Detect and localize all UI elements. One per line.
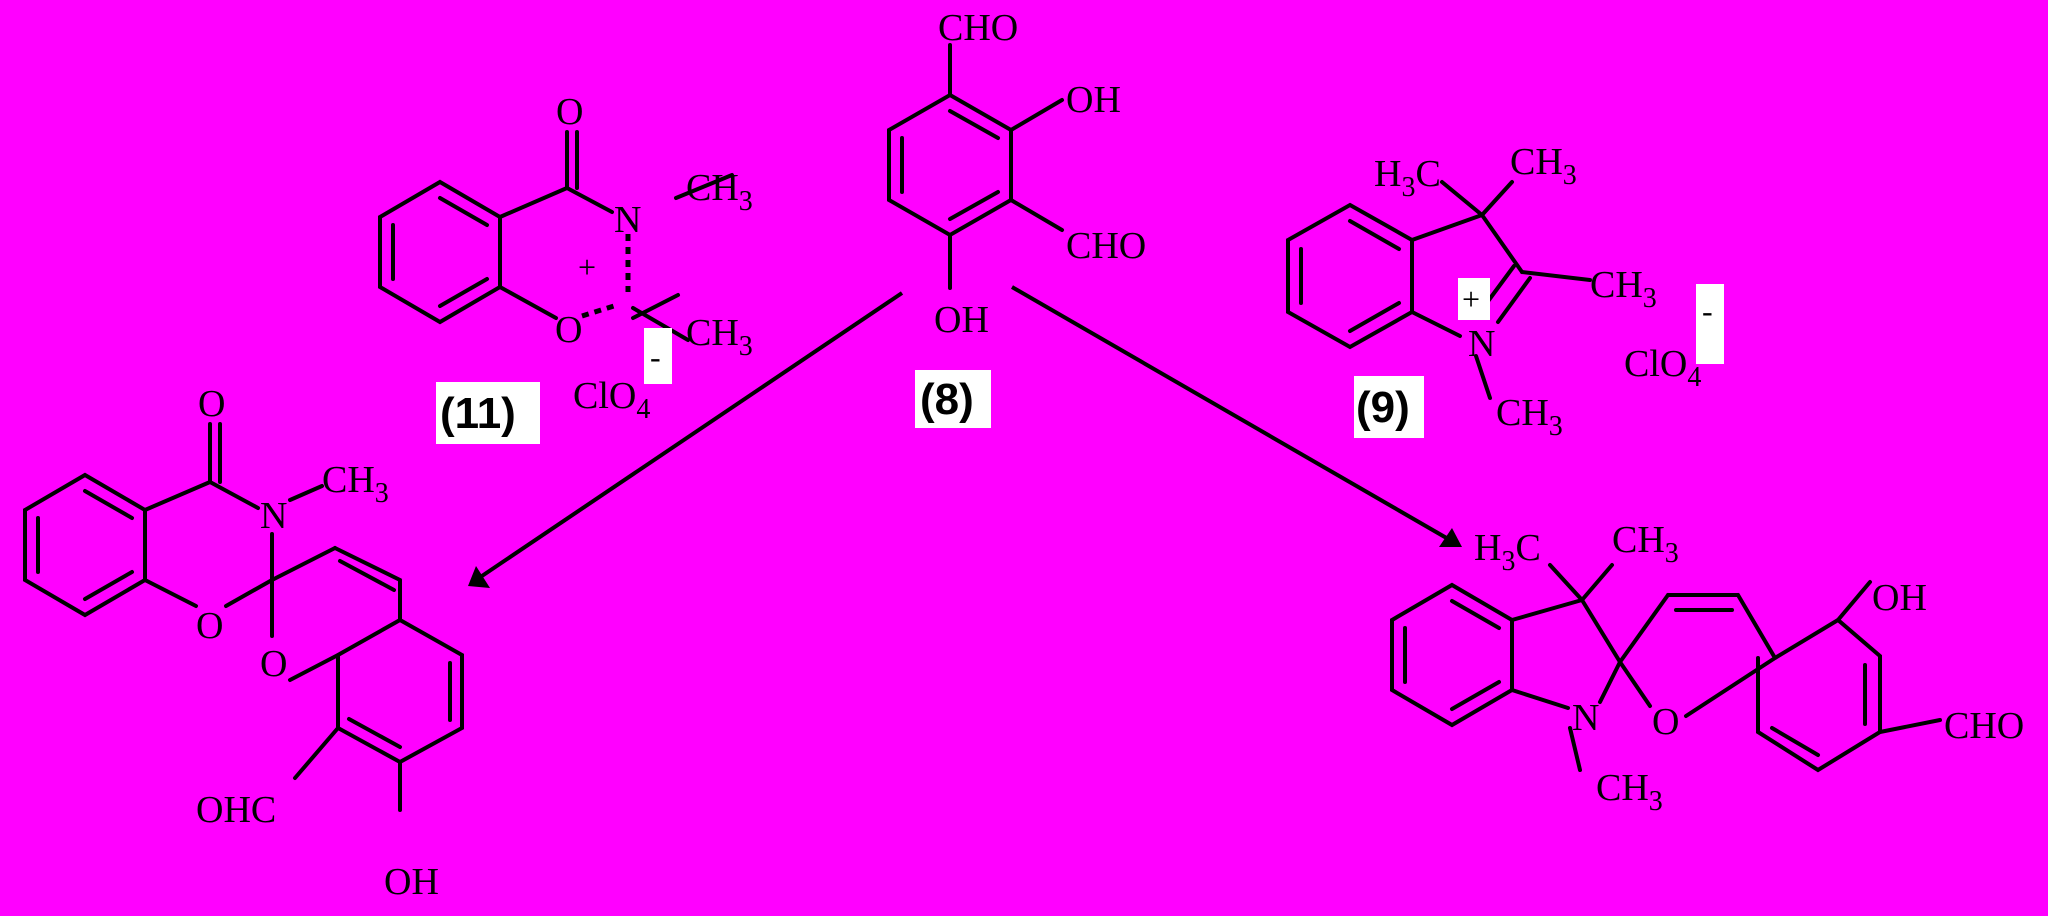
chromene-bonds: [270, 546, 464, 765]
charge-box-9: [1696, 284, 1724, 364]
five-ring-bonds: [1410, 213, 1532, 338]
minus-charge-11: -: [650, 339, 661, 375]
oxazine-ring-bonds: [143, 422, 324, 608]
label-11-box: [436, 382, 540, 444]
label-11: (11): [440, 389, 516, 438]
ch3-c: CH3: [686, 312, 753, 362]
o-carbonyl: O: [556, 91, 583, 133]
chromene-bonds: [1618, 593, 1882, 773]
minus-charge-9: -: [1702, 293, 1713, 329]
h3c-group: H3C: [1474, 527, 1541, 577]
product-left: O N CH3 O O OHC OH: [23, 383, 464, 903]
benzene-ring: [1286, 202, 1414, 350]
o-ring: O: [555, 309, 582, 351]
label-8: (8): [920, 375, 974, 424]
methyl-bonds: [1440, 180, 1592, 400]
cho-right: CHO: [1066, 225, 1146, 267]
substituent-bonds: [948, 43, 1064, 290]
n-atom: N: [1572, 697, 1599, 739]
substituent-bonds: [293, 726, 402, 812]
n-atom: N: [260, 495, 287, 537]
cho-top: CHO: [938, 7, 1018, 49]
ch3-n: CH3: [322, 459, 389, 509]
compound-11: O N CH3 CH3 O + ClO4 - (11): [378, 91, 753, 444]
o-ring-1: O: [196, 605, 223, 647]
cho-group: CHO: [1944, 705, 2024, 747]
heterocycle-bonds: [498, 130, 734, 342]
oh-group: OH: [1872, 577, 1927, 619]
ch3-n: CH3: [1596, 767, 1663, 817]
charge-box-11: [644, 328, 672, 384]
ch3-top: CH3: [1510, 141, 1577, 191]
arrow-8-to-right-product: [1010, 285, 1452, 542]
label-9: (9): [1356, 383, 1410, 432]
ch3-c2: CH3: [1590, 264, 1657, 314]
o-carbonyl: O: [198, 383, 225, 425]
indoline-ring-bonds: [1510, 563, 1622, 772]
benzene-ring: [378, 179, 502, 325]
ch3-top: CH3: [1612, 519, 1679, 569]
ring-bonds: [887, 92, 1013, 238]
o-ring-2: O: [260, 643, 287, 685]
n-atom: N: [614, 199, 641, 241]
label-9-box: [1354, 376, 1424, 438]
arrows: [468, 285, 1462, 588]
compound-9: H3C CH3 CH3 + N CH3 ClO4 - (9): [1286, 141, 1724, 442]
plus-charge: +: [578, 249, 596, 285]
counter-ion-9: ClO4: [1624, 343, 1701, 393]
o-ring: O: [1652, 701, 1679, 743]
compound-8: CHO OH CHO OH (8): [887, 7, 1146, 428]
ohc-group: OHC: [196, 789, 276, 831]
oh-group: OH: [384, 861, 439, 903]
ch3-n: CH3: [686, 167, 753, 217]
plus-charge: +: [1462, 281, 1480, 317]
arrow-8-to-left-product: [474, 291, 904, 582]
counter-ion-11: ClO4: [573, 375, 650, 425]
oh-bottom: OH: [934, 299, 989, 341]
oh-right: OH: [1066, 79, 1121, 121]
label-8-box: [915, 370, 991, 428]
arrowhead-right: [1439, 528, 1462, 547]
substituent-bonds: [1836, 580, 1942, 734]
n-atom: N: [1468, 323, 1495, 365]
plus-box-9: [1458, 278, 1490, 320]
product-right: H3C CH3 OH CHO O N CH3: [1390, 519, 2024, 817]
benzene-ring: [23, 472, 147, 618]
h3c-group: H3C: [1374, 153, 1441, 203]
delocalized-bonds: [581, 234, 631, 319]
benzene-ring: [1390, 582, 1514, 728]
arrowhead-left: [468, 566, 490, 588]
ch3-n: CH3: [1496, 392, 1563, 442]
